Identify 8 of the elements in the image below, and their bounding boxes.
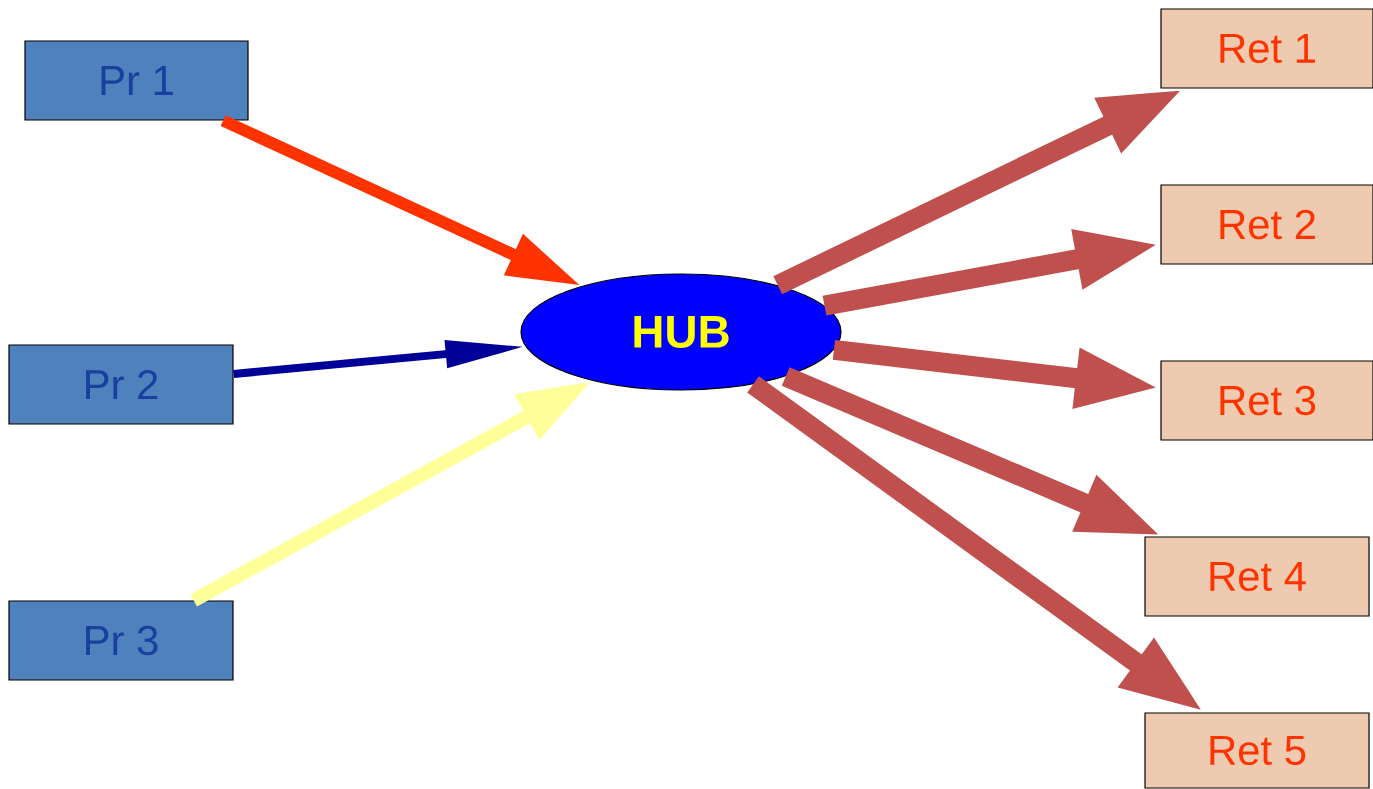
label-box: Ret 5 [1144, 712, 1370, 789]
label-box: Pr 3 [8, 600, 234, 681]
label-box: Ret 2 [1160, 184, 1373, 265]
label-box: Pr 1 [24, 40, 249, 121]
label-box: Ret 4 [1144, 536, 1370, 617]
label-box: Ret 1 [1160, 8, 1373, 89]
label-box: Pr 2 [8, 344, 234, 425]
label-box: Ret 3 [1160, 360, 1373, 441]
